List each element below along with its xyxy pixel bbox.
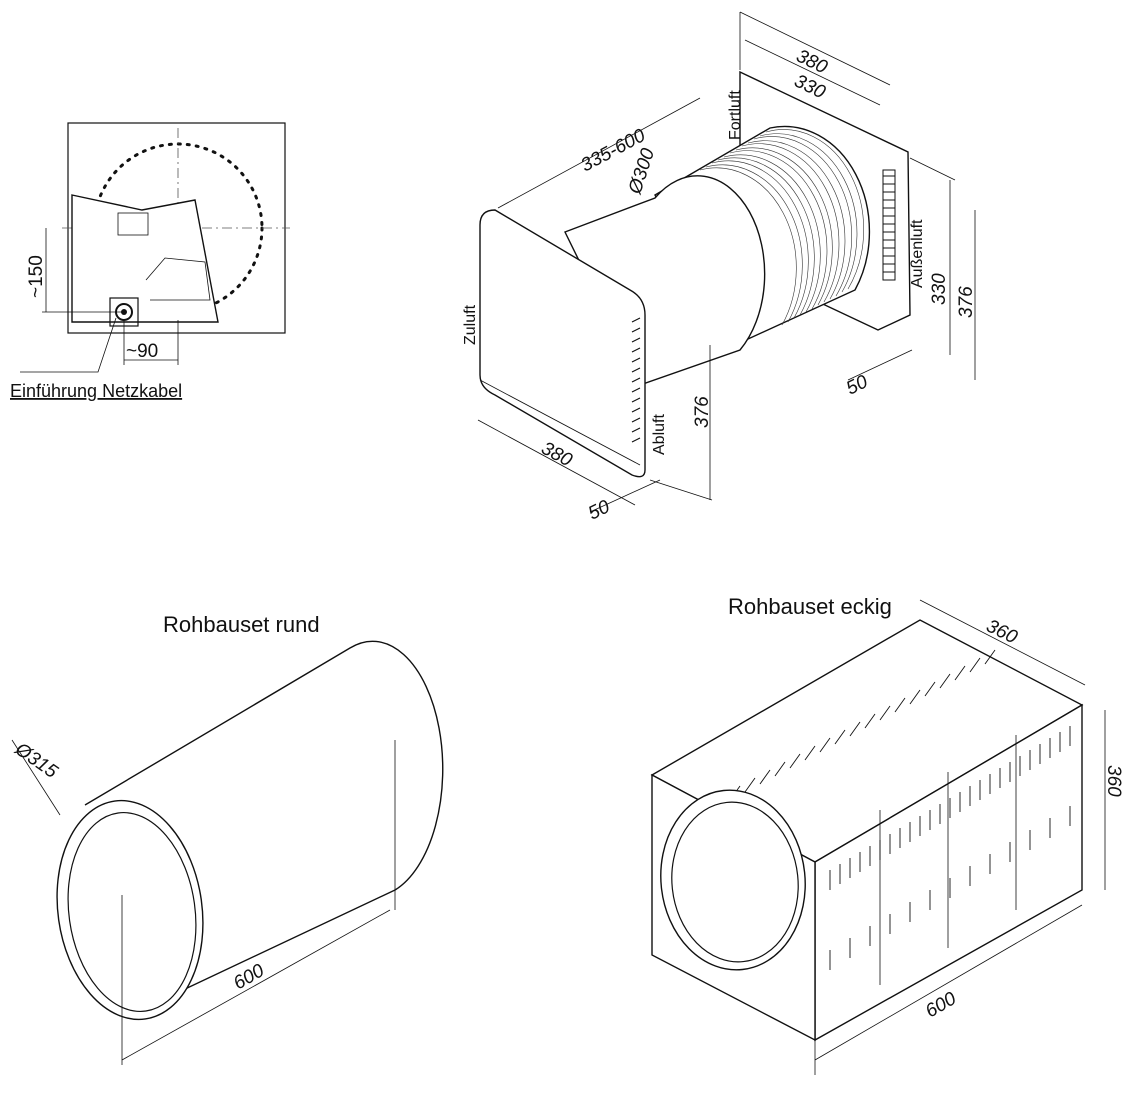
rohbauset-eckig: Rohbauset eckig: [650, 594, 1124, 1075]
rohbauset-rund-title: Rohbauset rund: [163, 612, 320, 637]
dim-376-front: 376: [692, 396, 713, 428]
dim-line-50-right: [847, 349, 913, 381]
round-tube-opening-inner: [67, 811, 197, 1013]
main-unit-isometric: 380 330 335-600 Ø300 Fortluft Außenluft …: [462, 11, 977, 524]
rohbauset-rund: Rohbauset rund 600 Ø315: [10, 612, 444, 1065]
dim-line-380-top: [739, 11, 891, 86]
dim-ext-376-front: [649, 479, 713, 501]
electronics-board: [71, 194, 219, 323]
box-length-dim: 600: [922, 988, 960, 1022]
board-chip: [117, 212, 149, 236]
dim-380-front: 380: [538, 438, 576, 472]
label-aussenluft: Außenluft: [909, 219, 926, 288]
label-fortluft: Fortluft: [727, 90, 744, 140]
box-opening-outer: [660, 789, 806, 971]
box-side-ribs: [829, 726, 1071, 970]
box-width-dim: 360: [983, 616, 1021, 649]
dim-50-right: 50: [843, 371, 872, 399]
dim-line-50-front: [589, 479, 661, 513]
dim-line-length: [121, 909, 391, 1061]
round-diameter-dim: Ø315: [10, 738, 61, 783]
label-abluft: Abluft: [651, 414, 668, 455]
box-height-dim: 360: [1103, 765, 1124, 797]
round-tube-opening-outer: [56, 799, 204, 1021]
dim-150-label: ~150: [26, 255, 47, 298]
dim-90-label: ~90: [126, 341, 158, 362]
box-top-ribs: [729, 649, 996, 801]
dim-line-box-length: [814, 904, 1083, 1061]
tube-ribs: [699, 129, 864, 326]
dim-line-335-600: [497, 97, 701, 209]
rear-grille: [882, 169, 896, 281]
cable-entry-caption: Einführung Netzkabel: [10, 381, 182, 401]
dim-50-front: 50: [585, 496, 614, 524]
rohbauset-eckig-title: Rohbauset eckig: [728, 594, 892, 619]
caption-leader: [20, 317, 117, 373]
front-cover: [479, 209, 646, 478]
label-zuluft: Zuluft: [462, 304, 479, 345]
front-grille: [631, 317, 641, 443]
dim-line-330-top: [744, 39, 881, 106]
dim-ext-right-a: [909, 157, 956, 181]
front-view-cable-entry: ~150 ~90 Einführung Netzkabel: [10, 122, 290, 401]
front-cover-edge: [479, 379, 641, 466]
box-opening-inner: [671, 801, 799, 963]
dim-330-right: 330: [929, 273, 950, 305]
dim-line-diameter: [11, 739, 61, 816]
dim-line-box-width: [919, 599, 1086, 686]
dim-376-right: 376: [956, 286, 977, 318]
board-detail: [145, 257, 211, 301]
dim-line-380-front: [477, 419, 636, 506]
